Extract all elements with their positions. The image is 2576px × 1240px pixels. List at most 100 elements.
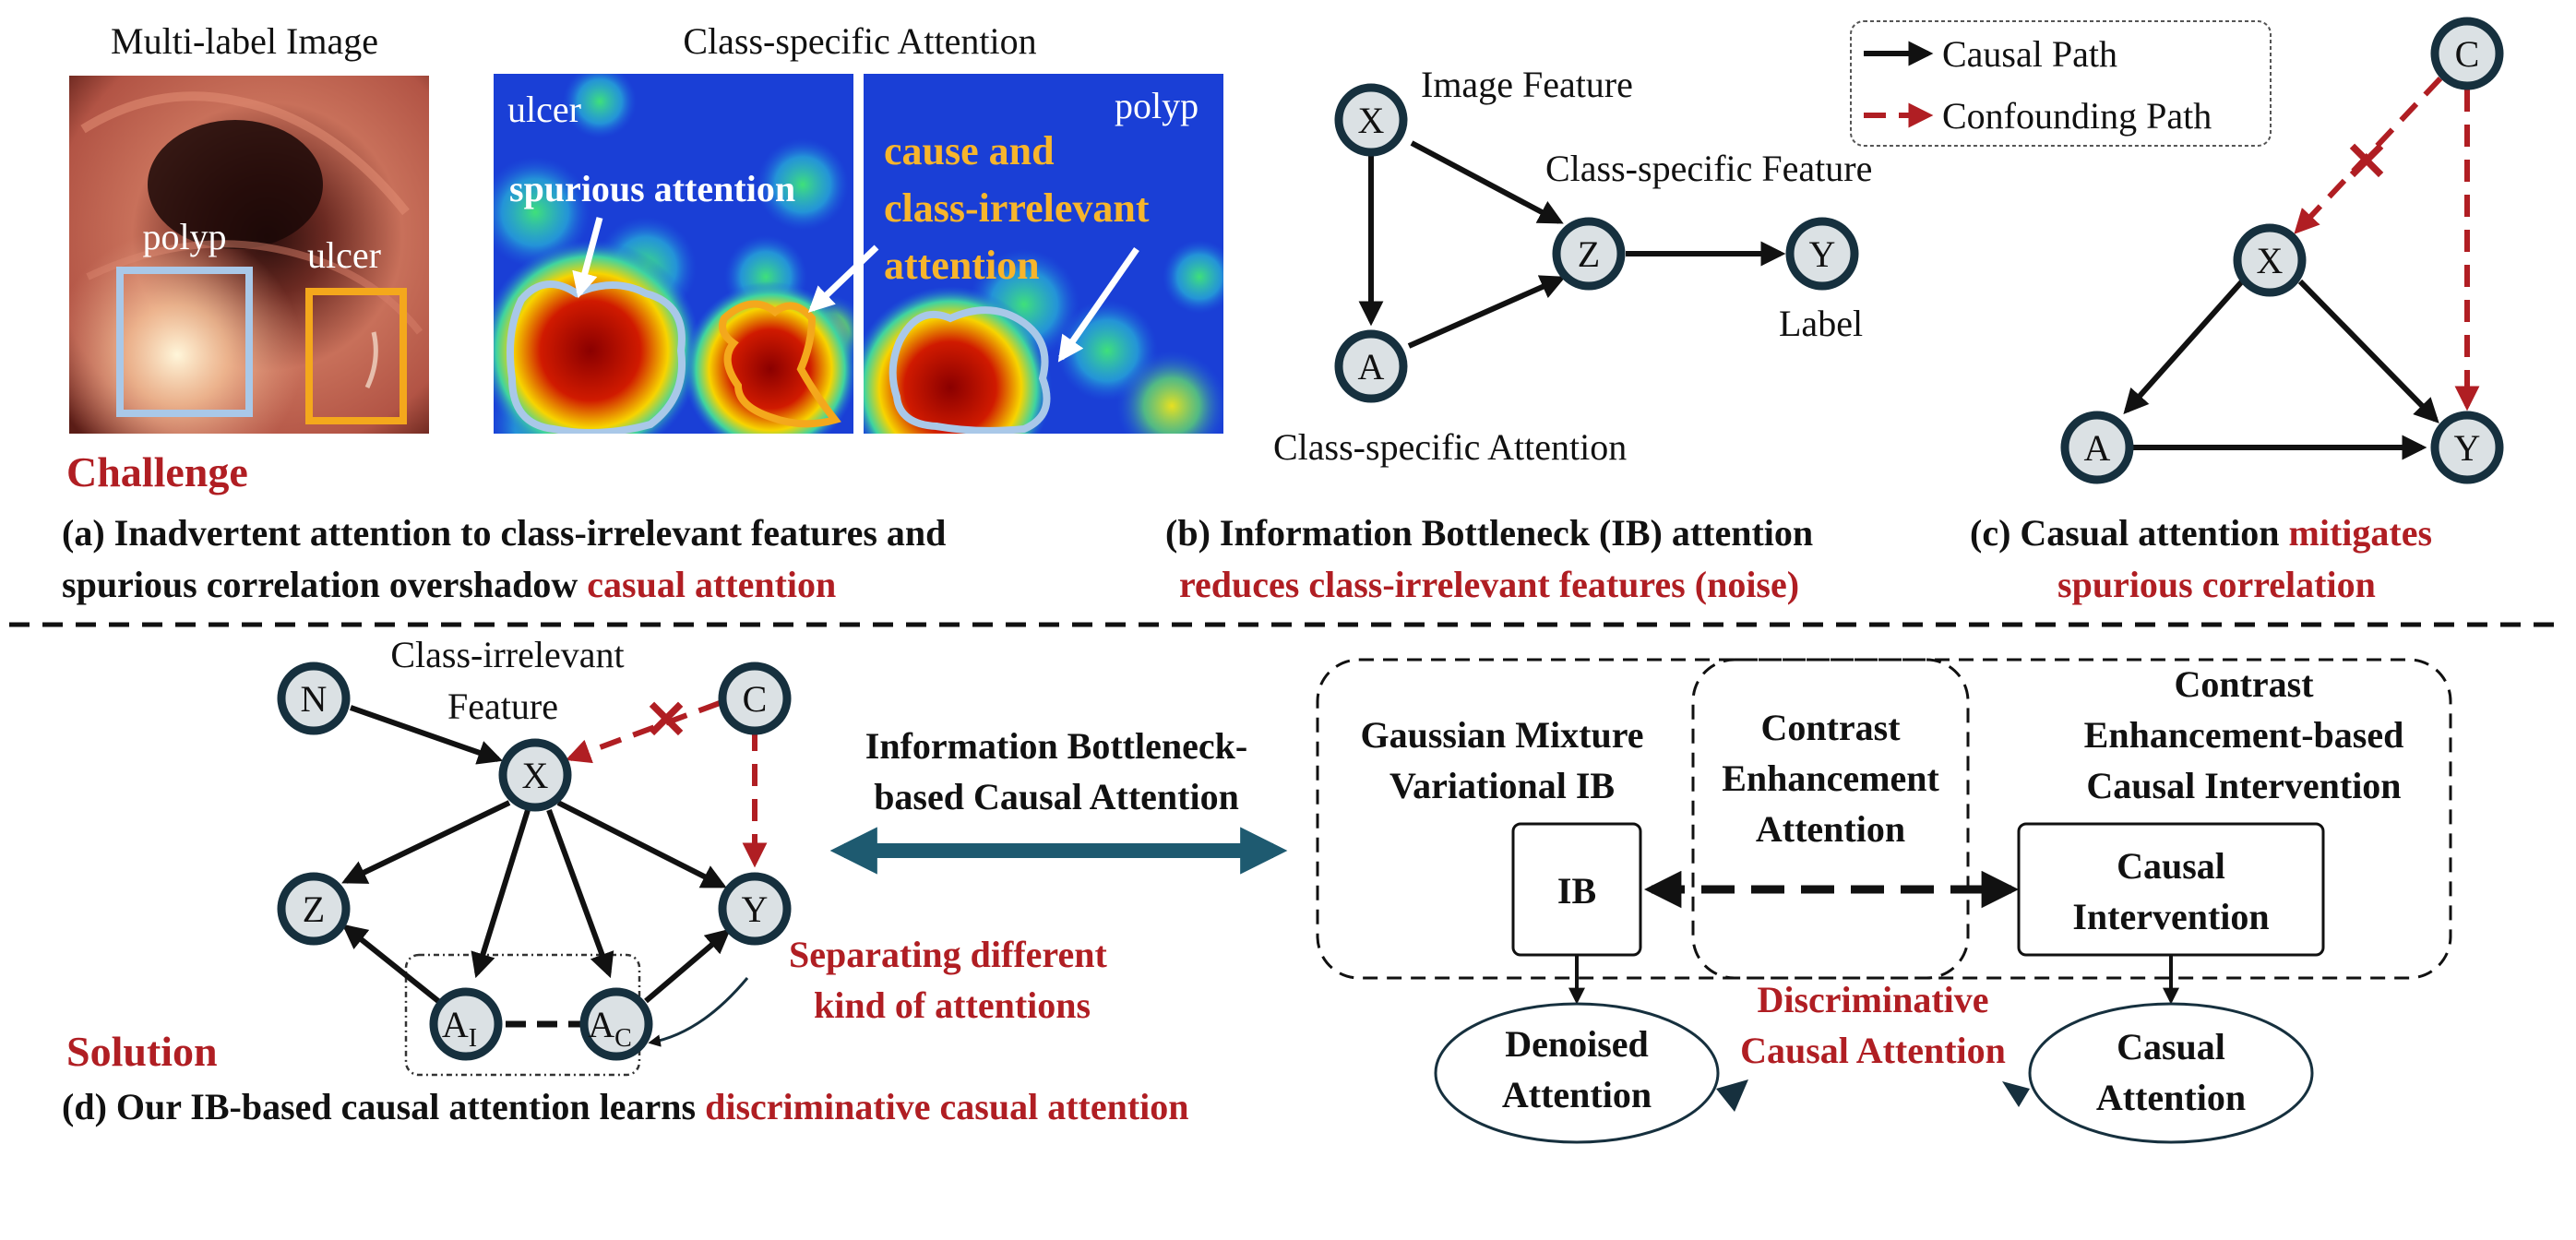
- discriminative-line1: Discriminative: [1757, 979, 1988, 1020]
- class-attention-label: Class-specific Attention: [1273, 426, 1627, 468]
- framework: [1316, 658, 2452, 1144]
- casual-attention-node: [2028, 1002, 2314, 1144]
- cause-annotation-line1: cause and: [884, 128, 1055, 173]
- edge-n-x: [350, 705, 504, 765]
- node-y-label: Y: [742, 888, 769, 930]
- cause-annotation-line3: attention: [884, 243, 1040, 288]
- ulcer-label: ulcer: [307, 234, 381, 276]
- challenge-label: Challenge: [66, 448, 248, 495]
- spurious-attention-label: spurious attention: [509, 168, 795, 209]
- ulcer-bounding-box: [305, 288, 407, 424]
- edge-x-z: [1410, 140, 1564, 224]
- node-c-label: C: [2455, 33, 2480, 75]
- denoised-line2: Attention: [1502, 1074, 1652, 1115]
- caption-c-line1: (c) Casual attention mitigates: [1970, 512, 2432, 554]
- node-a-label: A: [2084, 427, 2111, 469]
- node-z: [277, 872, 351, 946]
- node-x: [1334, 83, 1408, 157]
- cause-annotation-line2: class-irrelevant: [884, 185, 1150, 231]
- node-z: [1552, 217, 1626, 291]
- graph-d: ✕ N C X Z Y AI AC: [277, 662, 792, 1077]
- edge-c-x: [565, 700, 722, 764]
- node-c: [718, 662, 792, 735]
- contrast-attention-line1: Contrast: [1760, 707, 1901, 748]
- node-ai: [429, 987, 503, 1061]
- node-x-label: X: [1358, 100, 1385, 141]
- solution-label: Solution: [66, 1028, 218, 1075]
- polyp-label: polyp: [142, 216, 226, 257]
- cebci-line3: Causal Intervention: [2086, 765, 2401, 806]
- edge-a-z: [1407, 275, 1566, 349]
- casual-attention-line2: Attention: [2096, 1077, 2246, 1118]
- node-c: [2430, 17, 2504, 90]
- ib-box-label: IB: [1557, 870, 1596, 912]
- label-label: Label: [1779, 303, 1863, 344]
- denoised-attention-node: [1434, 1002, 1720, 1144]
- heatmap-polyp-label: polyp: [1115, 85, 1199, 126]
- edge-ai-z: [341, 924, 440, 1004]
- node-x: [498, 738, 572, 812]
- node-y-label: Y: [2454, 427, 2481, 469]
- ib-causal-attention-line1: Information Bottleneck-: [865, 725, 1247, 767]
- caption-c-line2: spurious correlation: [2057, 564, 2376, 605]
- edge-x-z: [341, 800, 511, 884]
- heatmap-polyp: [864, 74, 1223, 434]
- separating-line2: kind of attentions: [814, 984, 1091, 1026]
- intervention-cut-mark: ✕: [644, 690, 689, 750]
- node-n-label: N: [301, 678, 328, 720]
- polyp-arrow: [1057, 247, 1139, 363]
- edge-x-ai: [471, 809, 531, 979]
- casual-attention-line1: Casual: [2117, 1026, 2225, 1067]
- intervention-cut-mark: ✕: [2344, 132, 2390, 192]
- node-x-label: X: [522, 755, 549, 796]
- node-c-label: C: [743, 678, 768, 720]
- attention-group-box: [404, 953, 641, 1077]
- edge-ac-y: [644, 928, 732, 1004]
- cebci-line1: Contrast: [2174, 663, 2314, 705]
- node-y-label: Y: [1809, 233, 1836, 275]
- cebci-line2: Enhancement-based: [2084, 714, 2404, 756]
- node-y: [718, 872, 792, 946]
- contrast-attention-line3: Attention: [1756, 808, 1905, 850]
- edge-x-y: [2297, 279, 2439, 423]
- graph-b: X Z Y A: [1334, 83, 1859, 403]
- ib-causal-attention-line2: based Causal Attention: [874, 776, 1239, 817]
- polyp-bounding-box: [116, 267, 253, 417]
- graph-c: ✕ C X A Y: [2060, 17, 2504, 484]
- node-a: [2060, 411, 2134, 484]
- caption-b-line1: (b) Information Bottleneck (IB) attentio…: [1165, 512, 1813, 554]
- causal-intervention-line1: Causal: [2117, 845, 2225, 887]
- multi-label-image-title: Multi-label Image: [111, 20, 378, 62]
- irrelevant-feature-line2: Feature: [447, 686, 558, 727]
- endoscopy-image: [69, 76, 429, 434]
- casual-arrow-tip: [2002, 1081, 2030, 1107]
- gmvib-line1: Gaussian Mixture: [1360, 714, 1643, 756]
- class-specific-attention-title: Class-specific Attention: [683, 20, 1036, 62]
- node-y: [1785, 217, 1859, 291]
- heatmap-ulcer-label: ulcer: [507, 89, 581, 130]
- node-a: [1334, 329, 1408, 403]
- spurious-arrow: [572, 217, 603, 299]
- caption-a-line2: spurious correlation overshadow casual a…: [62, 564, 836, 605]
- image-feature-label: Image Feature: [1421, 64, 1633, 105]
- node-z-label: Z: [1578, 233, 1600, 275]
- edge-x-y: [556, 800, 727, 888]
- irrelevant-feature-line1: Class-irrelevant: [390, 634, 624, 675]
- discriminative-line2: Causal Attention: [1740, 1030, 2006, 1071]
- node-z-label: Z: [303, 888, 325, 930]
- separating-pointer: [648, 977, 749, 1047]
- node-x-label: X: [2257, 240, 2284, 281]
- denoised-line1: Denoised: [1505, 1023, 1649, 1065]
- legend-confounding-label: Confounding Path: [1942, 95, 2212, 137]
- separating-line1: Separating different: [789, 934, 1107, 975]
- framework-outer-box: [1316, 658, 2452, 980]
- class-feature-label: Class-specific Feature: [1545, 148, 1872, 189]
- denoised-arrow-tip: [1716, 1079, 1748, 1112]
- node-y: [2430, 411, 2504, 484]
- gmvib-line2: Variational IB: [1389, 765, 1615, 806]
- contrast-attention-line2: Enhancement: [1722, 757, 1939, 799]
- legend-causal-label: Causal Path: [1942, 33, 2117, 75]
- legend: Causal Path Confounding Path: [1850, 20, 2272, 147]
- edge-x-a: [2123, 280, 2245, 415]
- contrast-attention-box: [1691, 658, 1970, 980]
